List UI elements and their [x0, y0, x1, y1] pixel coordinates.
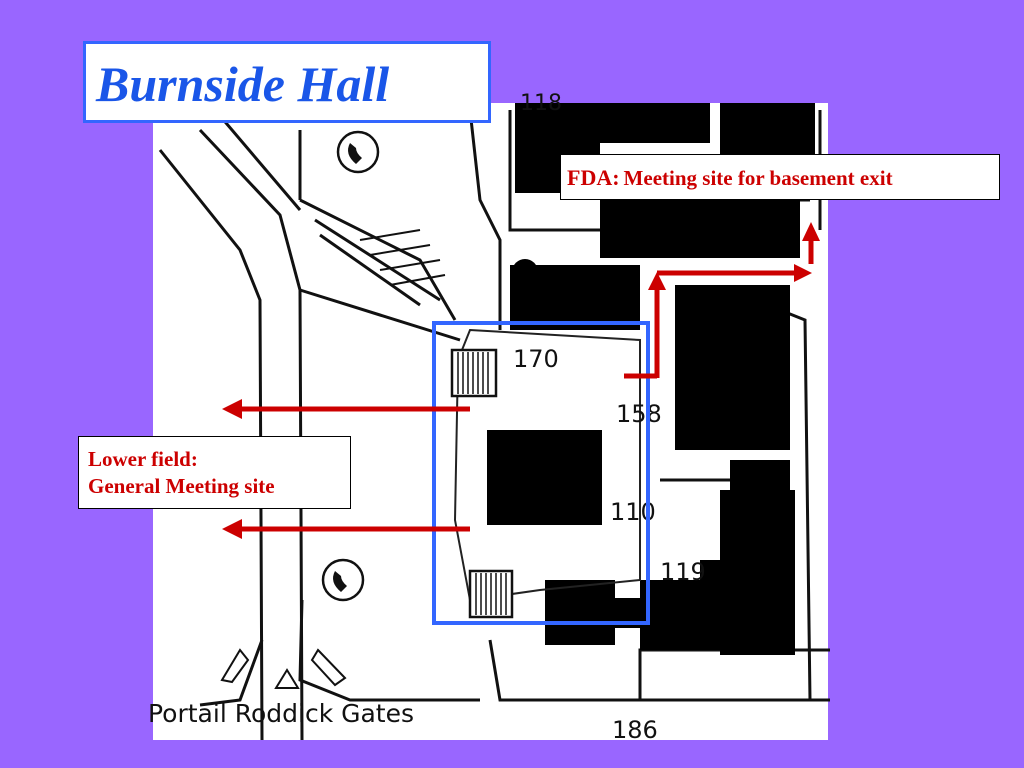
phone-icon: [321, 558, 365, 602]
arrow-head-icon: [648, 272, 666, 290]
roads: [158, 109, 830, 741]
label-gates: Portail Roddick Gates: [148, 699, 414, 728]
arrow-head-icon: [222, 399, 242, 419]
route-arrows: [222, 222, 820, 539]
lower-field-callout-line2: General Meeting site: [88, 474, 275, 498]
arrow-head-icon: [222, 519, 242, 539]
label-118: 118: [520, 91, 562, 116]
stairwell-exit: [450, 348, 498, 398]
buildings: [487, 103, 815, 655]
fda-callout-prefix: FDA:: [567, 165, 620, 190]
lower-field-callout: Lower field: General Meeting site: [78, 436, 351, 509]
label-119: 119: [660, 558, 706, 586]
fda-callout-description: Meeting site for basement exit: [623, 166, 893, 190]
path-stripes: [359, 229, 446, 286]
label-158: 158: [616, 400, 662, 428]
label-170: 170: [513, 345, 559, 373]
gate-marker-icon: [220, 648, 250, 684]
arrow-head-icon: [794, 264, 812, 282]
north-triangle-icon: [274, 668, 300, 689]
lower-field-callout-line1: Lower field:: [88, 447, 198, 471]
stairwell-exit: [468, 569, 514, 619]
fda-callout: FDA: Meeting site for basement exit: [560, 154, 1000, 200]
burnside-highlight-box: [432, 321, 650, 625]
label-186: 186: [612, 716, 658, 744]
title-box: Burnside Hall: [83, 41, 491, 123]
phone-icon: [336, 130, 380, 174]
page-title: Burnside Hall: [96, 56, 390, 112]
gate-marker-icon: [310, 648, 347, 687]
arrow-head-icon: [802, 222, 820, 241]
